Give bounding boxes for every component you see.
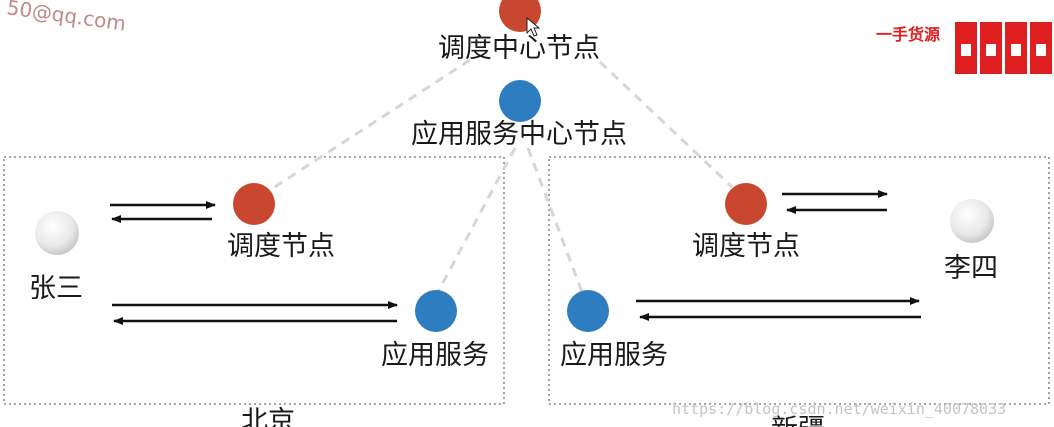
beijing-dispatch-label: 调度节点	[227, 231, 335, 262]
xinjiang-dispatch-node	[725, 183, 767, 225]
zhangsan-label: 张三	[29, 273, 83, 304]
beijing-dispatch-node	[233, 183, 275, 225]
connector-dispatch-beijing	[269, 58, 471, 192]
dispatch-center-label: 调度中心节点	[438, 33, 600, 64]
vendor-watermark: 一手货源	[876, 22, 1052, 74]
xinjiang-service-label: 应用服务	[560, 340, 668, 371]
beijing-service-node	[415, 290, 457, 332]
zhangsan-user-node	[35, 211, 79, 255]
region-box-beijing	[3, 156, 505, 405]
connector-service-xinjiang	[526, 147, 584, 293]
xinjiang-region-label: 新疆	[771, 414, 825, 427]
xinjiang-dispatch-label: 调度节点	[692, 231, 800, 262]
lisi-label: 李四	[944, 253, 998, 284]
email-watermark: 50@qq.com	[5, 0, 127, 36]
beijing-service-label: 应用服务	[381, 340, 489, 371]
service-center-node	[499, 80, 541, 122]
beijing-region-label: 北京	[241, 406, 295, 427]
center-connectors	[269, 58, 734, 293]
region-box-xinjiang	[548, 156, 1050, 405]
xinjiang-service-node	[567, 290, 609, 332]
connector-dispatch-xinjiang	[598, 60, 734, 189]
service-center-label: 应用服务中心节点	[411, 119, 627, 150]
vendor-logo-blocks	[955, 22, 1052, 74]
xinjiang-arrows	[636, 190, 921, 321]
vendor-watermark-text: 一手货源	[876, 25, 940, 44]
url-watermark: https://blog.csdn.net/weixin_40078033	[672, 400, 1006, 418]
beijing-arrows	[110, 201, 398, 325]
mouse-cursor-icon	[526, 16, 541, 37]
connector-service-beijing	[436, 147, 517, 293]
lisi-user-node	[950, 199, 994, 243]
